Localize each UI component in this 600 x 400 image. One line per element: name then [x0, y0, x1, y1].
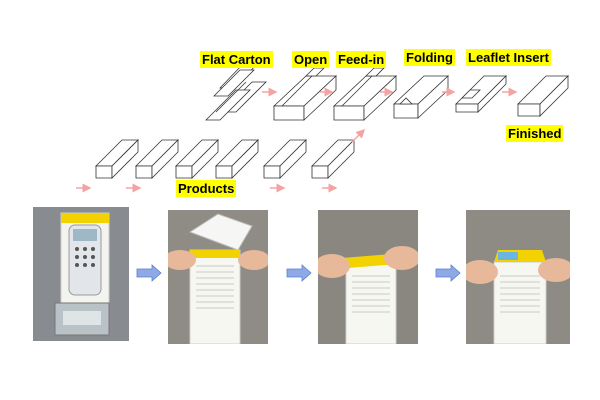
product-carton-1: [95, 139, 139, 179]
blue-arrow-2: [286, 264, 312, 282]
label-leaflet-insert: Leaflet Insert: [466, 49, 551, 66]
feed-in-carton-drawing: [332, 67, 398, 121]
label-open: Open: [292, 51, 330, 68]
label-products: Products: [176, 180, 237, 197]
label-finished: Finished: [506, 125, 564, 142]
flat-carton-drawing: [205, 63, 267, 121]
label-flat-carton: Flat Carton: [200, 51, 273, 68]
product-carton-4: [215, 139, 259, 179]
process-line-drawing: [76, 63, 569, 193]
hands-folding-carton-photo: [318, 210, 418, 344]
label-folding: Folding: [404, 49, 455, 66]
folding-carton-drawing: [392, 75, 450, 119]
leaflet-insert-carton-drawing: [455, 75, 507, 113]
hands-finished-carton-photo: [466, 210, 570, 344]
finished-carton-drawing: [517, 75, 569, 117]
blue-arrow-3: [435, 264, 461, 282]
remote-control-package-photo: [33, 207, 129, 341]
blue-arrow-1: [136, 264, 162, 282]
label-feed-in: Feed-in: [336, 51, 387, 68]
product-carton-3: [175, 139, 219, 179]
hands-opening-carton-photo: [168, 210, 268, 344]
product-carton-2: [135, 139, 179, 179]
product-carton-6: [311, 139, 355, 179]
product-carton-5: [263, 139, 307, 179]
open-carton-drawing: [272, 67, 338, 121]
product-carton-row: [95, 139, 355, 179]
